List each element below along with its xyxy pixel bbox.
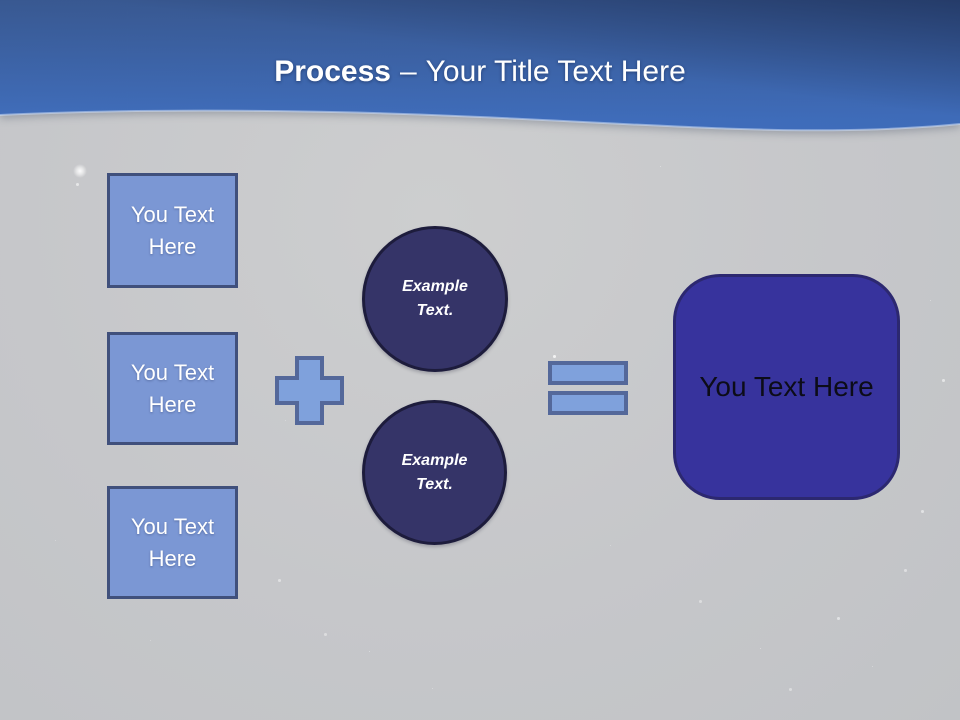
slide-title: Process–Your Title Text Here bbox=[0, 54, 960, 90]
slide-title-text: Your Title Text Here bbox=[425, 55, 686, 88]
slide-title-separator: – bbox=[399, 55, 417, 88]
result-box: You Text Here bbox=[673, 274, 900, 500]
input-box-3: You Text Here bbox=[107, 486, 238, 599]
header-wave-band bbox=[0, 0, 960, 132]
star-glow bbox=[73, 164, 87, 178]
sparkle-dots bbox=[0, 0, 1, 1]
example-circle-2: Example Text. bbox=[362, 400, 507, 545]
input-box-2-label: You Text Here bbox=[130, 359, 215, 417]
input-box-1: You Text Here bbox=[107, 173, 238, 288]
plus-icon bbox=[275, 356, 344, 425]
slide-title-keyword: Process bbox=[274, 55, 391, 88]
example-circle-2-label: Example Text. bbox=[401, 451, 468, 493]
equals-bar-bottom bbox=[548, 391, 628, 415]
example-circle-1: Example Text. bbox=[362, 226, 508, 372]
equals-bar-top bbox=[548, 361, 628, 385]
equals-icon bbox=[548, 361, 628, 415]
result-box-label: You Text Here bbox=[699, 371, 874, 402]
input-box-2: You Text Here bbox=[107, 332, 238, 445]
example-circle-1-label: Example Text. bbox=[402, 278, 468, 319]
input-box-3-label: You Text Here bbox=[130, 513, 215, 571]
input-box-1-label: You Text Here bbox=[130, 201, 215, 259]
